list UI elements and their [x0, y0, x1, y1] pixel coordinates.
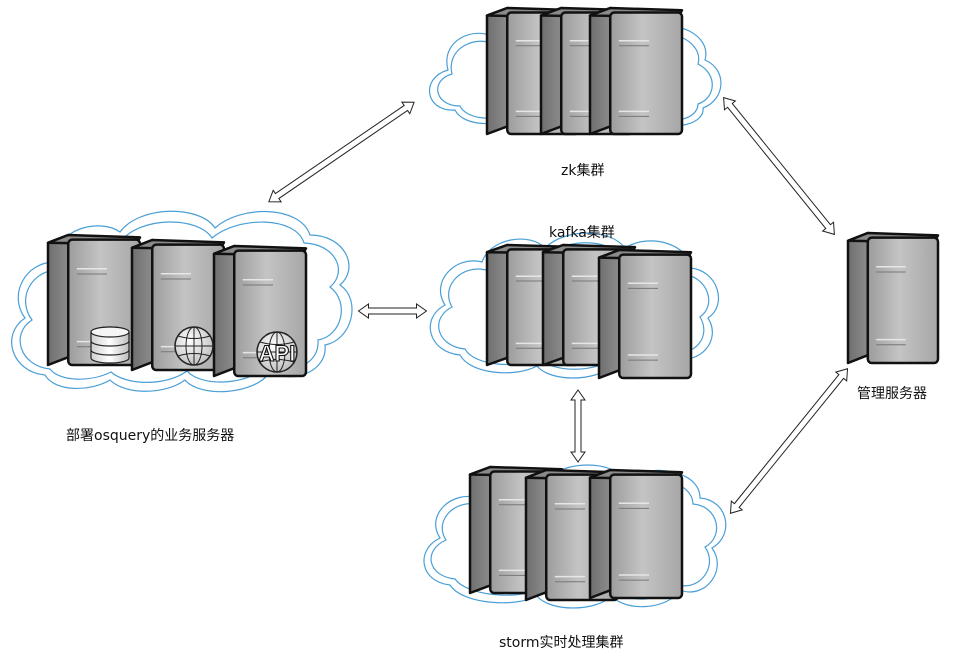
business-servers-label: 部署osquery的业务服务器	[66, 428, 235, 444]
kafka-server-3	[597, 248, 693, 380]
arrow-storm-management	[729, 368, 849, 514]
arrow-business-kafka	[357, 303, 428, 319]
database-icon	[90, 326, 130, 364]
arrow-kafka-storm	[570, 389, 586, 463]
zk-server-3	[588, 6, 684, 136]
storm-cluster-label: storm实时处理集群	[499, 635, 624, 651]
api-icon-text: API	[259, 341, 296, 366]
management-server-label: 管理服务器	[857, 386, 927, 402]
arrow-zk-management	[723, 96, 835, 236]
zk-cluster-label: zk集群	[561, 163, 605, 179]
management-server	[846, 231, 940, 365]
arrow-business-zk	[268, 101, 415, 203]
storm-server-3	[588, 468, 684, 600]
api-globe-icon: API	[256, 331, 298, 373]
globe-icon	[174, 326, 214, 366]
kafka-cluster-label: kafka集群	[549, 225, 615, 241]
